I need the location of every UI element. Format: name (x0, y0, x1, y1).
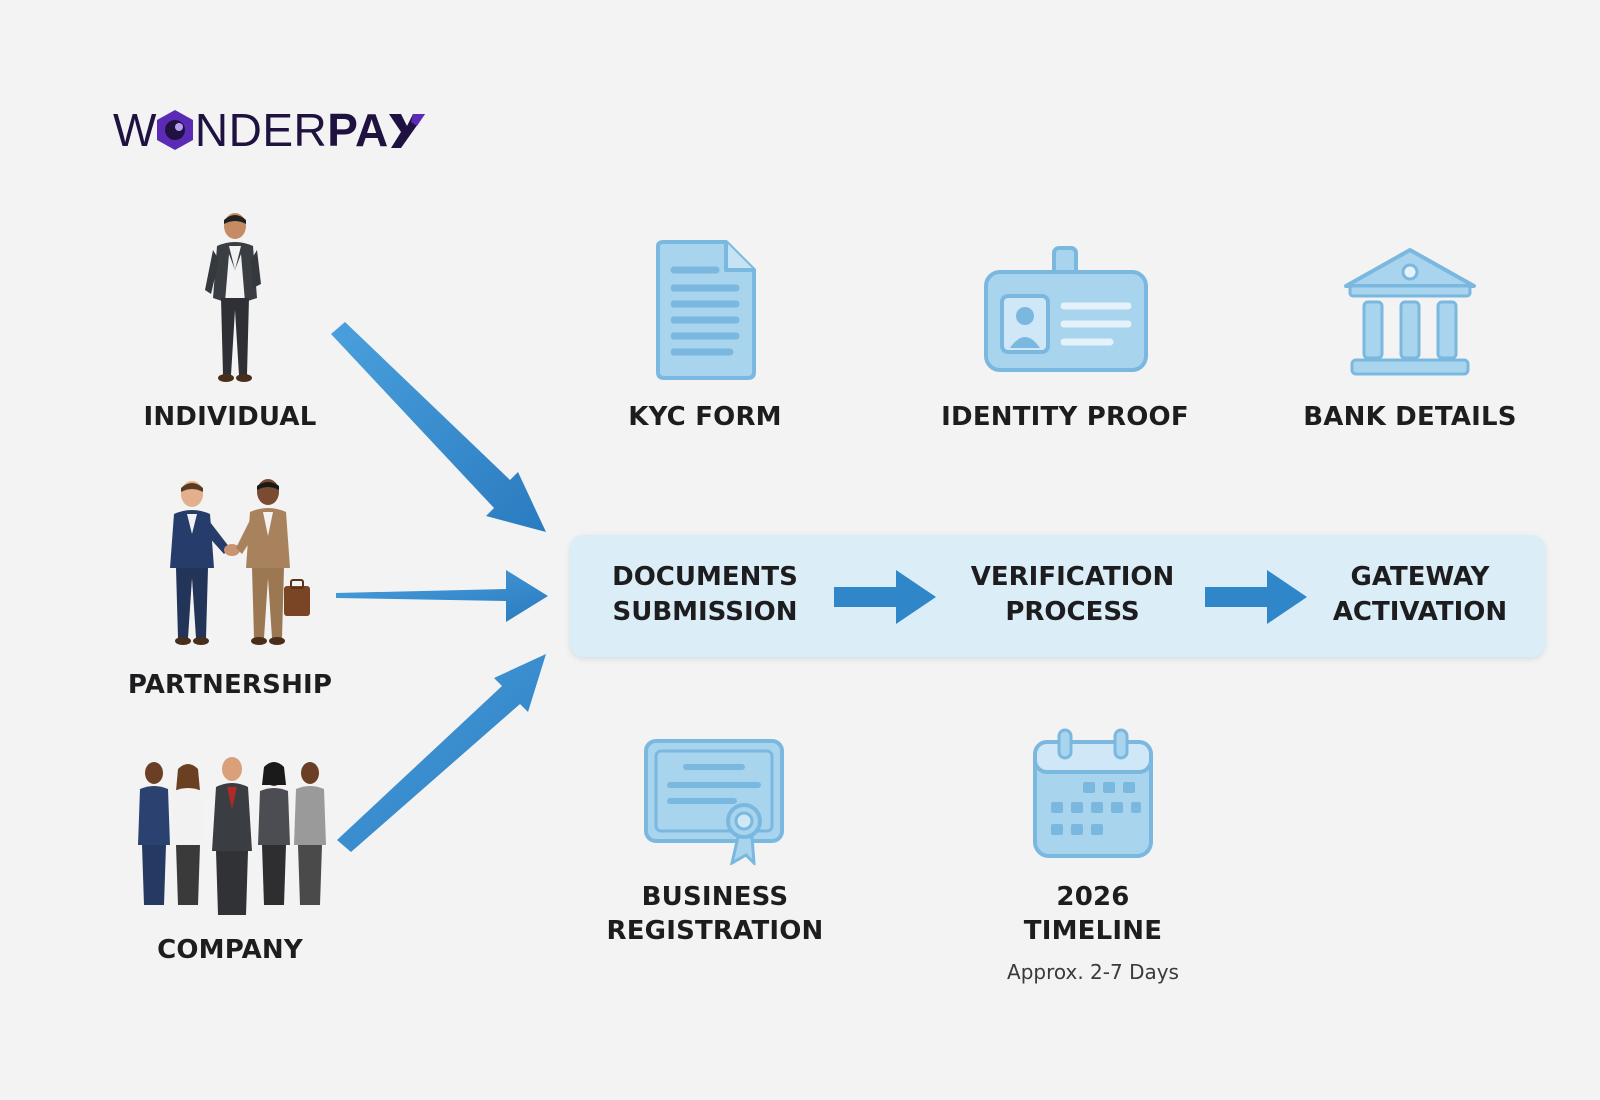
arrow-partnership-to-band (336, 570, 548, 622)
entity-label-company: COMPANY (157, 935, 303, 965)
logo-hexagon-icon (156, 110, 193, 150)
process-step-gateway-activation: GATEWAY ACTIVATION (1310, 560, 1530, 630)
doc-label-kyc-form: KYC FORM (628, 402, 782, 432)
label-line: TIMELINE (1023, 916, 1163, 946)
wonderpay-logo: W NDER PA (113, 100, 427, 160)
label-line: 2026 (1056, 882, 1130, 912)
step-line: SUBMISSION (612, 597, 798, 627)
doc-label-bank-details: BANK DETAILS (1303, 402, 1517, 432)
individual-person-icon (205, 213, 261, 382)
step-arrow-2 (1205, 570, 1307, 624)
document-icon (656, 240, 756, 380)
step-arrow-1 (834, 570, 936, 624)
step-line: GATEWAY (1350, 562, 1490, 592)
step-line: ACTIVATION (1332, 597, 1508, 627)
step-line: PROCESS (1005, 597, 1140, 627)
entity-label-partnership: PARTNERSHIP (127, 670, 333, 700)
step-line: VERIFICATION (970, 562, 1175, 592)
logo-text-pa: PA (327, 104, 389, 156)
timeline-note: Approx. 2-7 Days (1007, 960, 1179, 984)
logo-y-mark-icon (388, 114, 425, 148)
doc-label-identity-proof: IDENTITY PROOF (941, 402, 1189, 432)
entity-label-individual: INDIVIDUAL (143, 402, 317, 432)
certificate-icon (644, 739, 784, 865)
step-line: DOCUMENTS (612, 562, 798, 592)
label-line: BUSINESS (641, 882, 789, 912)
company-team-icon (138, 757, 326, 915)
doc-label-timeline: 2026 TIMELINE (975, 880, 1211, 948)
process-band (570, 535, 1545, 657)
partnership-handshake-icon (170, 479, 310, 645)
id-card-icon (984, 246, 1148, 372)
arrow-company-to-band (337, 654, 546, 852)
process-step-verification-process: VERIFICATION PROCESS (945, 560, 1200, 630)
process-step-documents-submission: DOCUMENTS SUBMISSION (590, 560, 820, 630)
logo-text-w: W (113, 104, 157, 156)
arrow-individual-to-band (331, 322, 546, 532)
label-line: REGISTRATION (606, 916, 824, 946)
calendar-icon (1033, 728, 1153, 858)
doc-label-business-registration: BUSINESS REGISTRATION (585, 880, 845, 948)
bank-icon (1344, 248, 1476, 376)
logo-text-nder: NDER (194, 104, 328, 156)
